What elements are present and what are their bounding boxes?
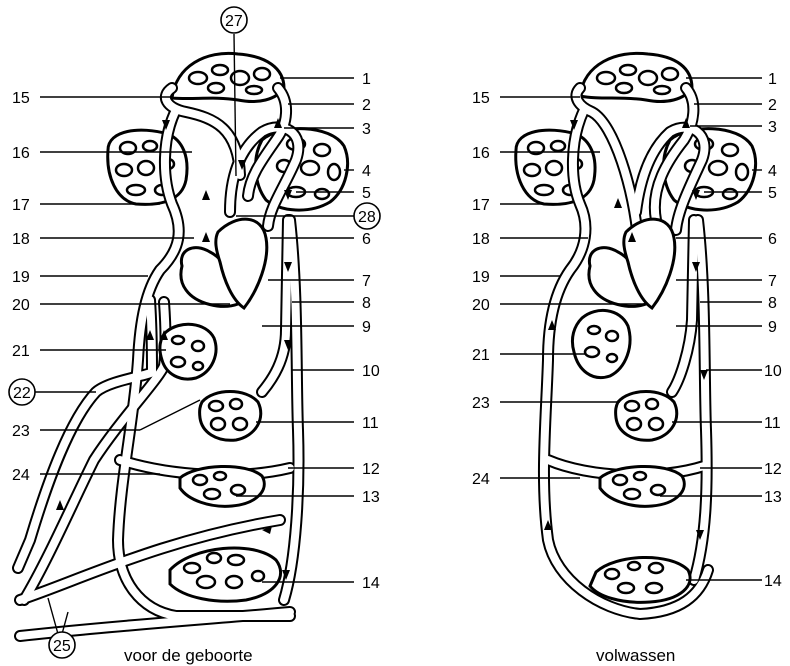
adult-label-17: 17 [472,197,490,214]
fetal-liver [160,324,216,379]
adult-label-24: 24 [472,471,490,488]
label-22: 22 [13,385,31,402]
label-15: 15 [12,90,30,107]
label-24: 24 [12,467,30,484]
adult-circulation-diagram: 15 16 17 18 19 20 21 23 24 1 2 3 4 5 6 7… [472,53,782,665]
label-28: 28 [358,209,376,226]
label-18: 18 [12,231,30,248]
fetal-heart [181,219,267,308]
adult-label-23: 23 [472,395,490,412]
label-5: 5 [362,185,371,202]
adult-label-9: 9 [768,319,777,336]
label-16: 16 [12,145,30,162]
caption-before-birth: voor de geboorte [124,646,253,665]
fetal-kidney-capillary-bed [180,466,264,506]
label-1: 1 [362,71,371,88]
adult-label-19: 19 [472,269,490,286]
label-8: 8 [362,295,371,312]
label-9: 9 [362,319,371,336]
adult-gut-capillary-bed [616,392,677,441]
label-4: 4 [362,163,371,180]
label-2: 2 [362,97,371,114]
adult-label-3: 3 [768,119,777,136]
adult-label-4: 4 [768,163,777,180]
caption-adult: volwassen [596,646,675,665]
label-6: 6 [362,231,371,248]
label-7: 7 [362,273,371,290]
fetal-gut-capillary-bed [200,392,261,441]
label-27: 27 [225,13,243,30]
adult-label-16: 16 [472,145,490,162]
label-11: 11 [362,415,379,432]
adult-label-15: 15 [472,90,490,107]
adult-label-13: 13 [764,489,782,506]
left-lung [108,130,187,204]
adult-label-20: 20 [472,297,490,314]
adult-liver [572,310,630,377]
label-21: 21 [12,343,30,360]
label-3: 3 [362,121,371,138]
fetal-lower-body-capillary-bed [170,548,281,601]
adult-label-11: 11 [764,415,781,432]
label-14: 14 [362,575,380,592]
adult-label-7: 7 [768,273,777,290]
adult-label-5: 5 [768,185,777,202]
adult-heart [589,219,675,308]
label-19: 19 [12,269,30,286]
fetal-circulation-diagram: 15 16 17 18 19 20 21 22 23 24 1 2 3 4 5 … [9,7,380,665]
adult-label-8: 8 [768,295,777,312]
adult-label-2: 2 [768,97,777,114]
adult-head-capillary-bed [580,53,692,101]
adult-label-6: 6 [768,231,777,248]
label-23: 23 [12,423,30,440]
adult-lower-body-capillary-bed [590,557,690,602]
adult-label-14: 14 [764,573,782,590]
adult-left-lung [516,130,595,204]
label-12: 12 [362,461,380,478]
label-25: 25 [53,638,71,655]
head-capillary-bed [172,53,284,101]
adult-label-21: 21 [472,347,490,364]
adult-label-12: 12 [764,461,782,478]
adult-kidney-capillary-bed [600,466,684,506]
label-10: 10 [362,363,380,380]
label-13: 13 [362,489,380,506]
adult-label-10: 10 [764,363,782,380]
adult-label-18: 18 [472,231,490,248]
adult-label-1: 1 [768,71,777,88]
label-20: 20 [12,297,30,314]
label-17: 17 [12,197,30,214]
